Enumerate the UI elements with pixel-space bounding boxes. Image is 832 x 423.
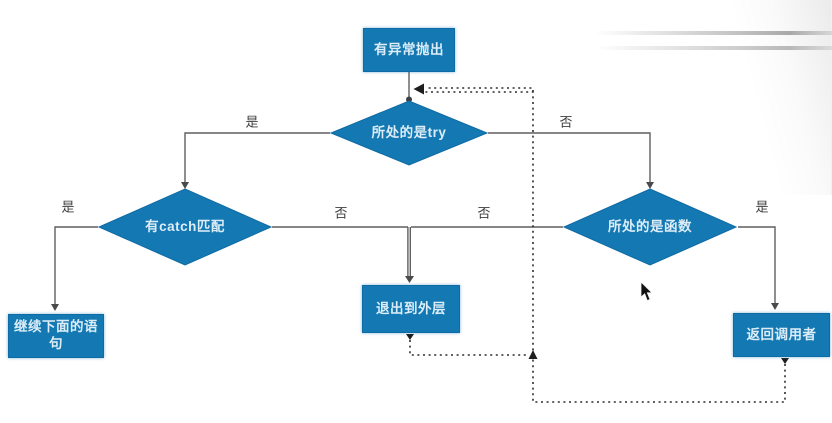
edge-label-function-no: 否 [477,205,491,221]
edge-label-try-no: 否 [559,114,573,130]
arrowhead-junction-up [528,350,538,359]
node-exit-outer: 退出到外层 [362,285,460,333]
node-is-function: 所处的是函数 [562,188,738,266]
edge-try-no [488,132,651,182]
node-is-function-label: 所处的是函数 [608,218,692,234]
arrowhead-into-function [646,182,654,189]
node-start-label: 有异常抛出 [374,41,444,57]
edge-return-feedback [425,87,786,403]
edge-merge-to-exit [407,227,411,276]
edge-label-catch-yes: 是 [61,199,75,215]
node-return-caller: 返回调用者 [733,313,830,357]
node-is-try-label: 所处的是try [371,124,447,140]
edge-label-try-yes: 是 [245,114,259,130]
edge-label-catch-no: 否 [334,205,348,221]
junction-dot [406,96,412,103]
edge-try-yes [184,132,330,182]
arrowhead-into-return [771,303,779,310]
node-has-catch: 有catch匹配 [97,188,273,266]
node-exit-outer-label: 退出到外层 [376,300,446,316]
edge-catch-yes [54,226,98,304]
diamond-shape [329,100,489,166]
arrowhead-into-exit [405,276,414,283]
node-continue-next: 继续下面的语句 [8,314,104,358]
node-is-try: 所处的是try [329,100,489,166]
arrowhead-exit-bottom [406,334,414,340]
node-has-catch-label: 有catch匹配 [145,218,225,234]
node-continue-next-label: 继续下面的语句 [14,319,98,351]
edge-label-function-yes: 是 [755,199,769,215]
edge-exit-feedback [409,340,529,356]
arrowhead-return-bottom [781,358,789,364]
arrowhead-into-continue [51,304,59,311]
diamond-shape [97,188,273,266]
node-start: 有异常抛出 [363,28,455,72]
mouse-cursor-icon [640,282,653,302]
edge-function-yes [738,226,776,303]
node-return-caller-label: 返回调用者 [746,326,817,342]
arrowhead-into-main-line [413,83,424,95]
arrowhead-into-catch [181,182,189,189]
diamond-shape [562,188,738,266]
